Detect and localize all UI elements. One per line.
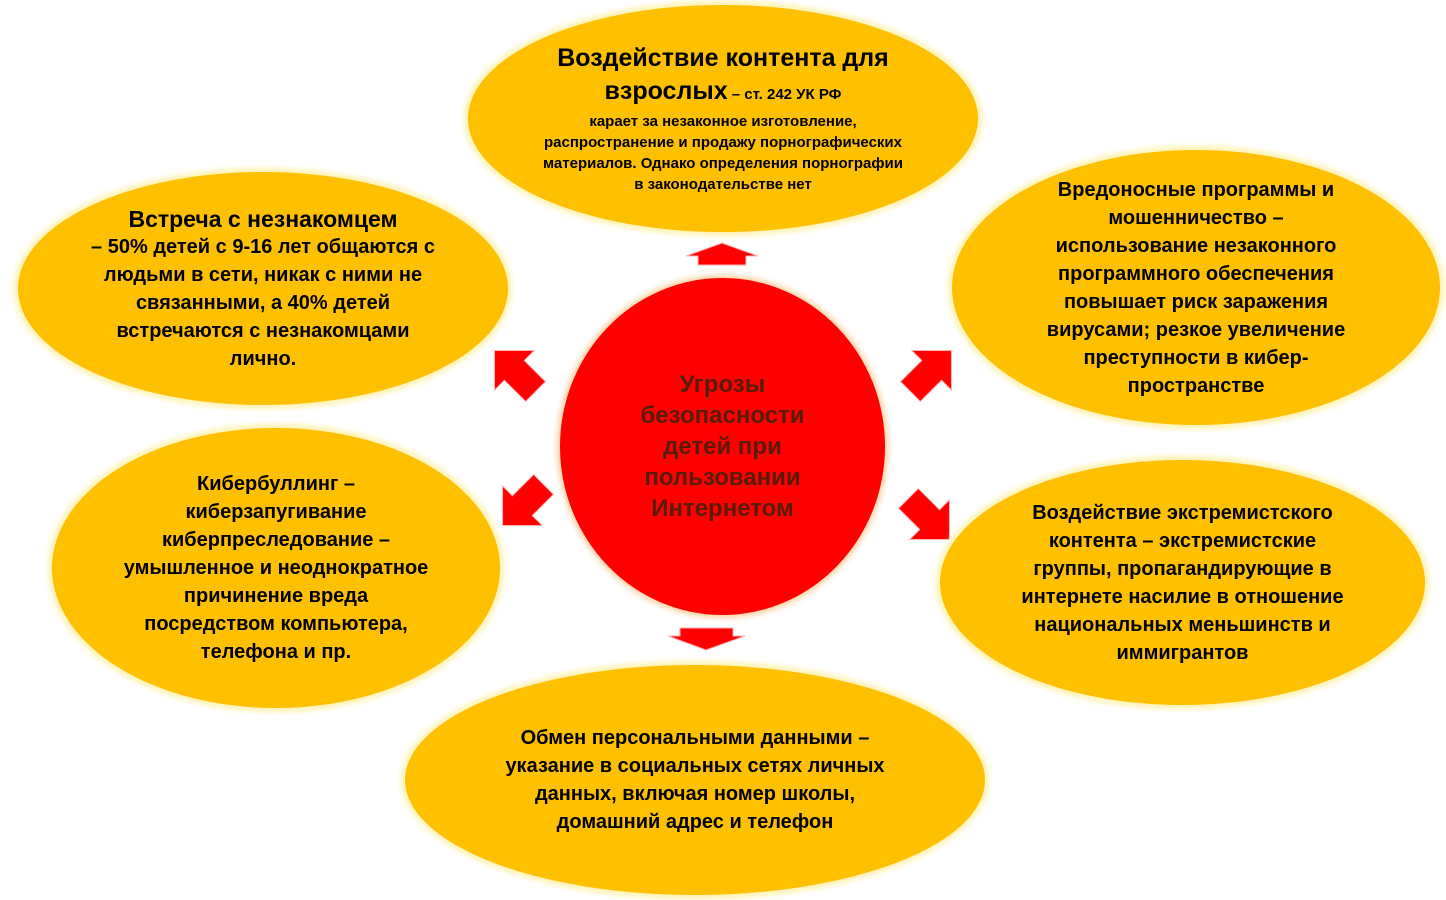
center-title: Угрозы безопасности детей при пользовани…: [640, 371, 805, 522]
personal-data-body: – указание в социальных сетях личных дан…: [505, 727, 885, 833]
arrow-down-left: [502, 473, 555, 526]
node-malware: Вредоносные программы и мошенничество – …: [952, 150, 1440, 425]
node-cyberbullying: Кибербуллинг – киберзапугивание киберпре…: [52, 428, 500, 708]
arrow-up-right: [899, 350, 952, 403]
cyberbullying-text: Кибербуллинг – киберзапугивание киберпре…: [121, 470, 431, 666]
arrow-down: [667, 627, 746, 651]
center-circle: Угрозы безопасности детей при пользовани…: [560, 278, 885, 615]
node-personal-data: Обмен персональными данными – указание в…: [405, 665, 985, 895]
cyberbullying-body: – киберзапугивание киберпреследование – …: [123, 473, 429, 663]
extremism-text: Воздействие экстремистского контента – э…: [1018, 499, 1348, 667]
malware-body: – использование незаконного программного…: [1046, 206, 1346, 397]
node-adult-content: Воздействие контента для взрослых – ст. …: [468, 5, 978, 232]
malware-title: Вредоносные программы и мошенничество: [1057, 178, 1335, 229]
node-extremism: Воздействие экстремистского контента – э…: [940, 460, 1425, 705]
strangers-title: Встреча с незнакомцем: [128, 205, 398, 232]
adult-content-ref: – ст. 242 УК РФ: [727, 86, 842, 103]
personal-data-title: Обмен персональными данными: [520, 727, 853, 749]
personal-data-text: Обмен персональными данными – указание в…: [490, 724, 900, 836]
malware-text: Вредоносные программы и мошенничество – …: [1031, 176, 1361, 400]
cyberbullying-title: Кибербуллинг: [197, 473, 339, 495]
arrow-up-left: [494, 350, 547, 403]
adult-content-title: Воздействие контента для взрослых: [557, 44, 889, 105]
adult-content-heading: Воздействие контента для взрослых – ст. …: [528, 42, 918, 111]
extremism-title: Воздействие экстремистского контента: [1032, 501, 1333, 552]
adult-content-body: карает за незаконное изготовление, распр…: [543, 113, 903, 193]
strangers-body: – 50% детей с 9-16 лет общаются с людьми…: [91, 235, 435, 370]
arrow-up: [685, 242, 759, 266]
arrow-down-right: [897, 487, 950, 540]
extremism-body: – экстремистские группы, пропагандирующи…: [1021, 529, 1344, 664]
node-strangers: Встреча с незнакомцем – 50% детей с 9-16…: [18, 172, 508, 405]
